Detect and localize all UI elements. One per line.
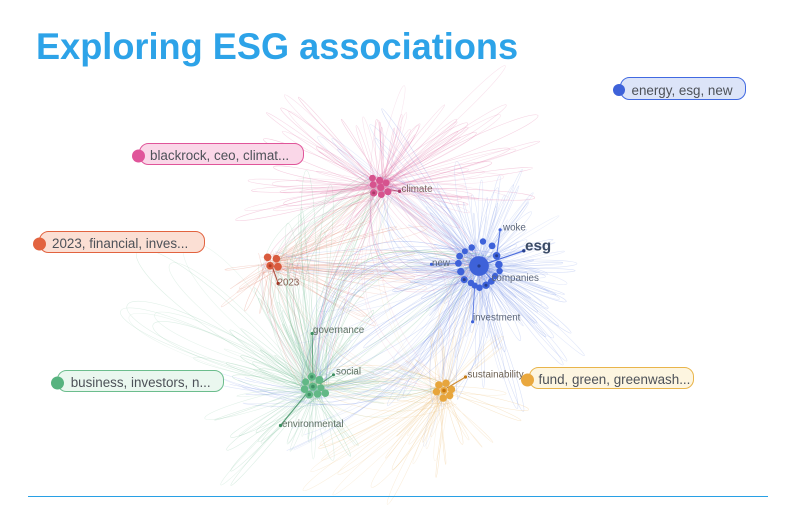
svg-text:new: new	[432, 258, 451, 269]
svg-text:climate: climate	[402, 184, 434, 195]
svg-text:esg: esg	[525, 238, 551, 255]
svg-text:governance: governance	[313, 325, 365, 336]
svg-text:2023: 2023	[278, 278, 300, 289]
svg-text:investment: investment	[473, 312, 521, 323]
svg-text:social: social	[336, 367, 361, 378]
svg-text:companies: companies	[492, 273, 539, 284]
svg-text:sustainability: sustainability	[468, 370, 524, 381]
svg-text:environmental: environmental	[282, 419, 344, 430]
svg-text:woke: woke	[502, 223, 526, 234]
